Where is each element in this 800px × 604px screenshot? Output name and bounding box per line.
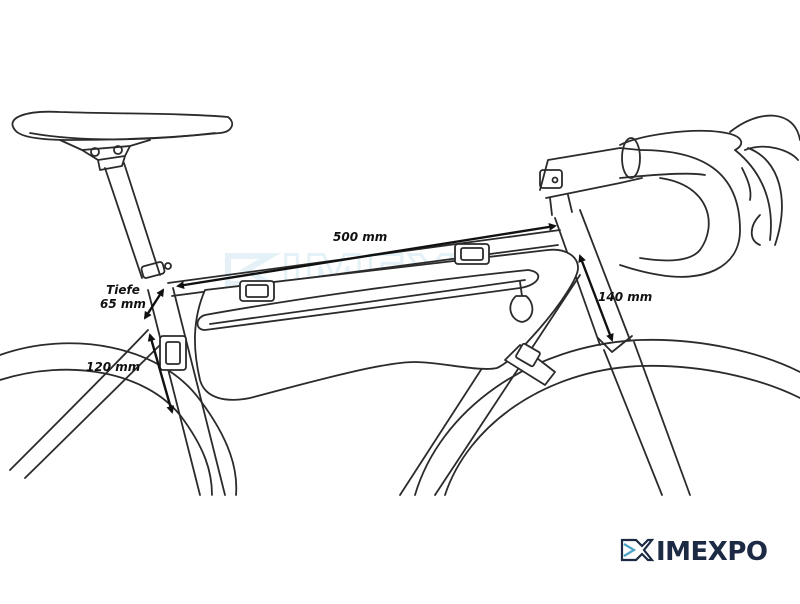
rear-height-dimension-arrow: [147, 333, 175, 414]
seatpost: [104, 162, 172, 279]
front-wheel: [414, 338, 800, 496]
front-height-dimension-arrow: [578, 254, 614, 342]
stem: [539, 147, 643, 216]
front-height-label: 140 mm: [598, 290, 653, 304]
length-label: 500 mm: [333, 230, 388, 244]
length-dimension-arrow: [176, 222, 557, 290]
depth-dimension-arrow: [143, 288, 165, 320]
brand-logo-icon: [620, 538, 655, 562]
depth-label-value: 65 mm: [100, 297, 146, 311]
depth-label: Tiefe 65 mm: [100, 283, 146, 311]
depth-label-title: Tiefe: [106, 283, 140, 297]
brand-name: IMEXPO: [656, 537, 768, 567]
dimension-lines: [143, 222, 614, 414]
fork: [603, 341, 691, 496]
brand-logo: IMEXPO: [620, 537, 768, 567]
handlebar: [619, 114, 800, 278]
rear-height-label: 120 mm: [86, 360, 141, 374]
saddle: [11, 110, 234, 171]
seat-stay: [9, 329, 161, 479]
